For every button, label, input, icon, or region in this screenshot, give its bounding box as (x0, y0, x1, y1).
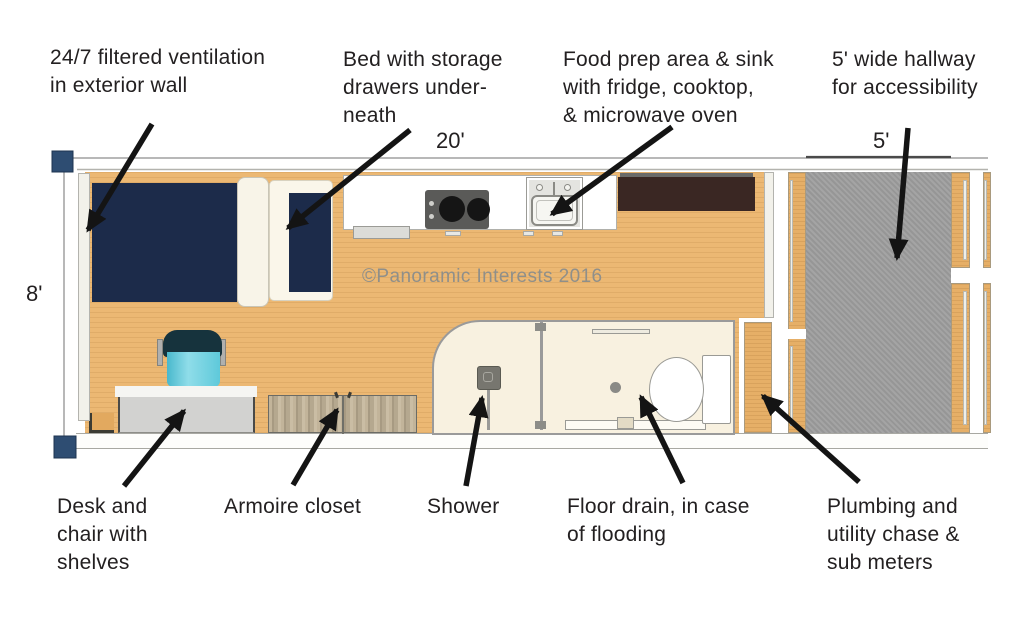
sink-unit (526, 177, 583, 230)
sink-basin-inner (536, 200, 573, 221)
chair-arm (157, 339, 163, 366)
callout-floor-drain: Floor drain, in case of flooding (567, 495, 750, 546)
divider-hinge (535, 323, 546, 331)
callout-armoire: Armoire closet (224, 495, 362, 518)
plumbing-chase (744, 322, 772, 433)
cooktop-knob (429, 214, 434, 219)
dimension-square-icon (51, 150, 74, 173)
door-panel-line (790, 346, 793, 426)
desk-top (115, 386, 257, 397)
shower-pipe (487, 390, 490, 430)
dimension-label-hallway: 5' (873, 128, 890, 153)
floor-corner-trim (89, 413, 114, 433)
divider-hinge (535, 421, 546, 429)
burner-icon (467, 198, 490, 221)
sink-knob (564, 184, 571, 191)
callout-plumbing: Plumbing and utility chase & sub meters (827, 495, 960, 574)
hallway-carpet (806, 172, 951, 433)
sink-basin (531, 195, 578, 226)
armoire-handle (347, 391, 352, 399)
fridge-top-trim (620, 173, 753, 178)
floor-drain-icon (610, 382, 621, 393)
burner-icon (439, 196, 465, 222)
bathroom-bench (565, 420, 706, 430)
sink-knob (536, 184, 543, 191)
far-right-wall-lower (983, 283, 991, 433)
dimension-square-icon (53, 435, 77, 459)
door-panel-line (790, 180, 793, 322)
cabinet-handle (445, 231, 461, 236)
unit-right-wall (764, 172, 774, 318)
cabinet-handle (552, 231, 563, 236)
callout-bed-storage: Bed with storage drawers under- neath (343, 48, 503, 127)
desk-body (118, 397, 255, 433)
cooktop-knob (429, 201, 434, 206)
armoire-closet (268, 391, 417, 434)
cooktop-icon (425, 190, 490, 229)
toilet-bowl (649, 357, 704, 422)
callout-ventilation: 24/7 filtered ventilation in exterior wa… (50, 46, 266, 97)
armoire-divider (342, 396, 344, 434)
under-counter-appliance (353, 226, 410, 239)
callout-hallway: 5' wide hallway for accessibility (832, 48, 978, 99)
callout-food-prep: Food prep area & sink with fridge, cookt… (563, 48, 774, 127)
door-panel-line (963, 291, 967, 425)
bathroom-shelf (592, 329, 650, 334)
hallway-wall-gap (786, 329, 808, 339)
dimension-label-width: 8' (26, 281, 43, 306)
storage-drawer (289, 193, 331, 292)
bathroom (432, 320, 735, 435)
door-panel-line (963, 180, 967, 260)
chair-seat (167, 352, 220, 387)
far-right-wall-upper (983, 172, 991, 268)
threshold-box (617, 417, 634, 429)
shower-fixture-icon (477, 366, 501, 390)
door-panel-line (984, 291, 987, 425)
shower-fixture-inner (483, 372, 493, 382)
callout-desk: Desk and chair with shelves (57, 495, 148, 574)
hallway-right-wall-lower (951, 283, 970, 433)
cabinet-handle (523, 231, 534, 236)
exterior-wall-left (78, 173, 90, 421)
bed-pillow (237, 177, 269, 307)
callout-shower: Shower (427, 495, 500, 518)
watermark: ©Panoramic Interests 2016 (362, 266, 603, 287)
door-panel-line (984, 180, 987, 260)
fridge-unit (618, 177, 755, 211)
exterior-wall-bottom (76, 433, 988, 449)
bed-mattress (92, 183, 237, 302)
toilet-tank (702, 355, 731, 424)
dimension-label-length: 20' (436, 128, 465, 153)
hallway-right-wall-upper (951, 172, 970, 268)
shower-divider-wall (540, 322, 543, 430)
